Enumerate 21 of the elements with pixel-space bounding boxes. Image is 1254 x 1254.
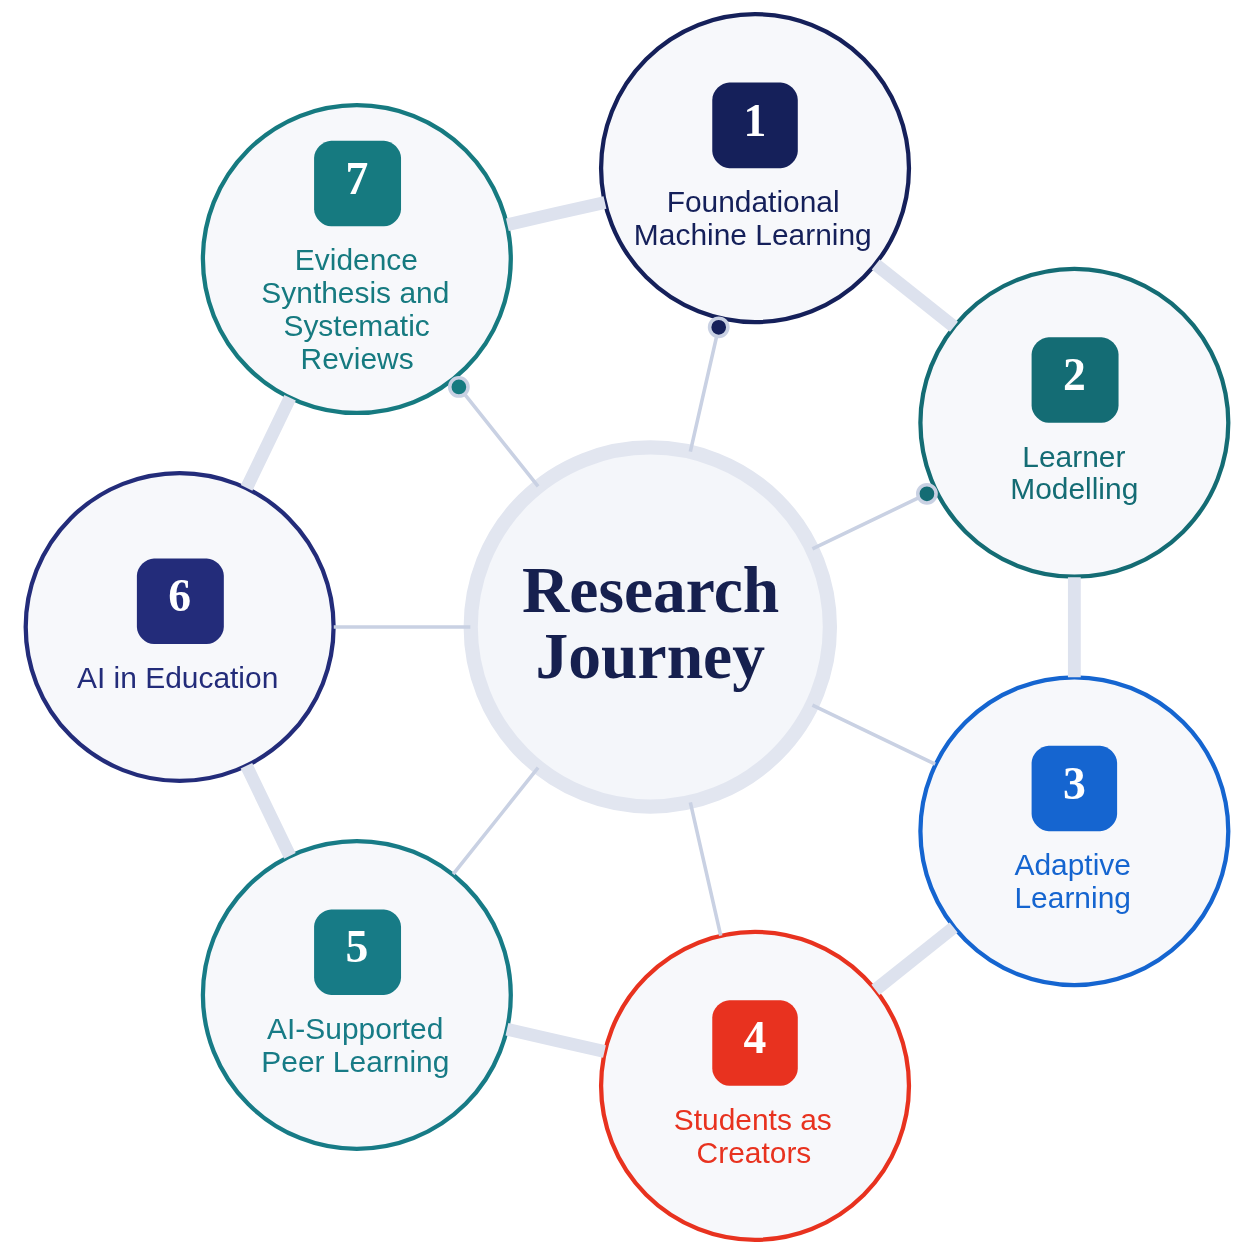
node-circle: 1 Foundational Machine Learning xyxy=(598,12,912,325)
connector xyxy=(451,766,540,876)
connector xyxy=(505,196,607,231)
connector xyxy=(240,394,296,491)
connector xyxy=(688,316,730,452)
connector xyxy=(333,625,471,629)
connector xyxy=(447,376,540,488)
connector xyxy=(240,762,296,859)
node-circle: 4 Students as Creators xyxy=(598,929,912,1242)
connector xyxy=(505,1022,606,1058)
connector xyxy=(871,922,958,995)
node-circle: Research Journey xyxy=(463,440,838,814)
node-circle: 5 AI-Supported Peer Learning xyxy=(200,838,513,1152)
connector xyxy=(811,482,938,551)
connector xyxy=(688,802,723,936)
connector xyxy=(811,703,936,766)
node-circle: 3 Adaptive Learning xyxy=(918,675,1231,988)
connector xyxy=(1067,577,1081,678)
node-circle: 7 Evidence Synthesis and Systematic Reviews xyxy=(200,102,513,416)
node-circle: 6 AI in Education xyxy=(23,470,336,784)
connector xyxy=(871,259,958,332)
